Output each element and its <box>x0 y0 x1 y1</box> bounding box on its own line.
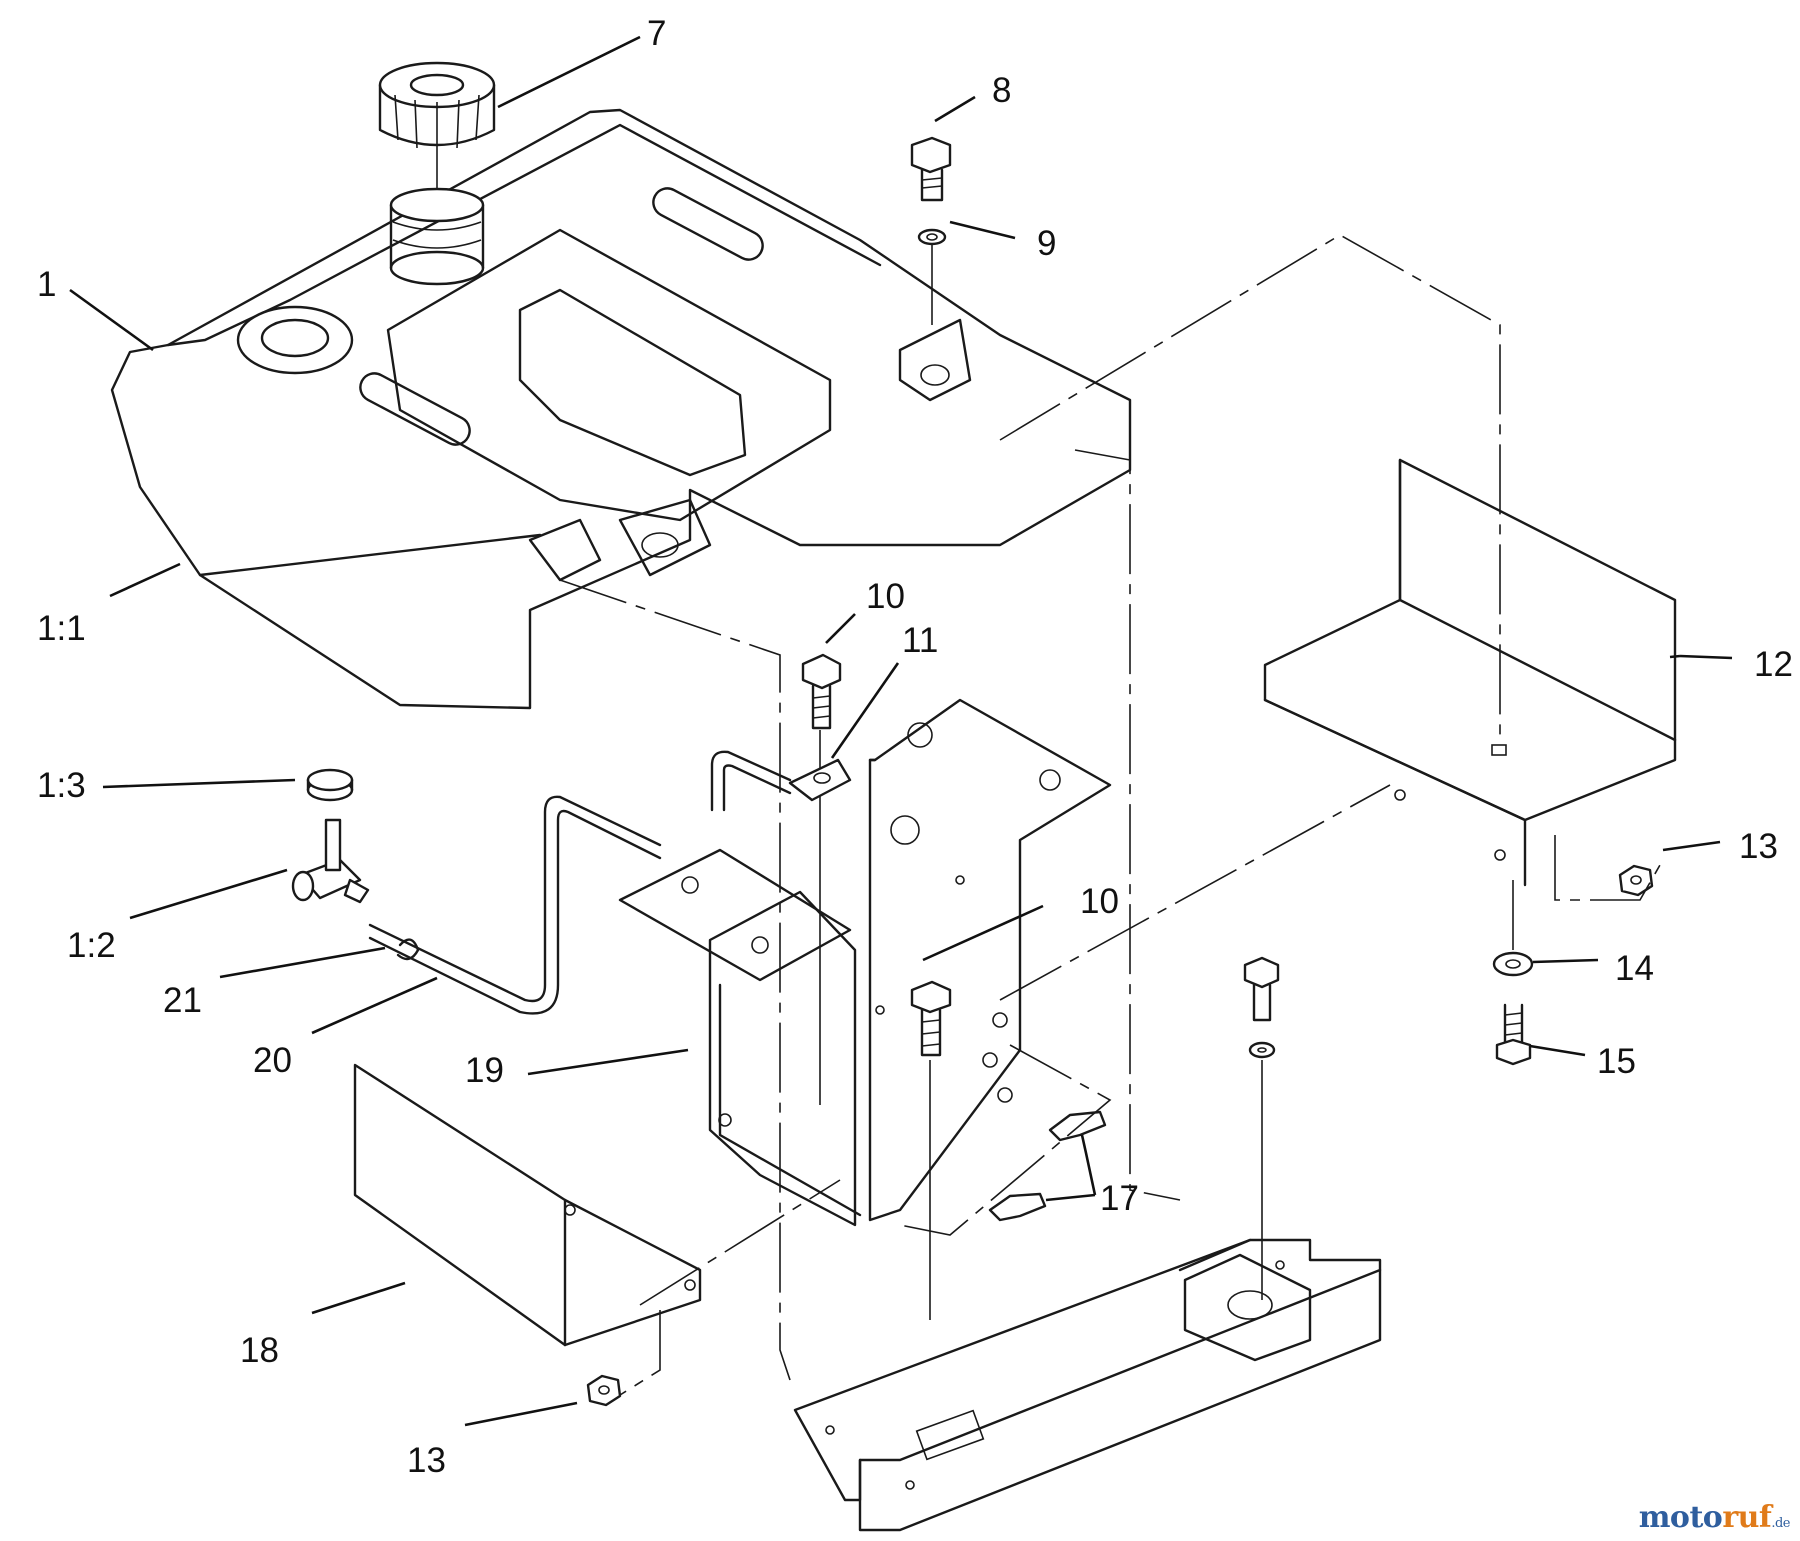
watermark-part-3: .de <box>1771 1516 1790 1531</box>
callout-1: 1 <box>37 265 56 304</box>
hose-clamp <box>396 938 420 961</box>
fuel-tank <box>110 108 1132 710</box>
heat-shield <box>353 1063 702 1347</box>
callout-15: 15 <box>1597 1042 1636 1081</box>
fuel-cap <box>378 61 496 190</box>
bolt-10-upper <box>801 653 842 730</box>
callout-1-3: 1:3 <box>37 766 86 805</box>
washer-16 <box>1248 1041 1276 1059</box>
callout-1-2: 1:2 <box>67 926 116 965</box>
assembly-centerlines <box>559 234 1661 1396</box>
valve-cap <box>306 768 354 802</box>
callout-21: 21 <box>163 981 202 1020</box>
fuel-line <box>368 750 792 1015</box>
callout-8: 8 <box>992 71 1011 110</box>
callout-9: 9 <box>1037 224 1056 263</box>
callout-10-lower: 10 <box>1080 882 1119 921</box>
bolt-16 <box>1243 956 1280 1022</box>
callout-14: 14 <box>1615 949 1654 988</box>
callout-10-upper: 10 <box>866 577 905 616</box>
nut-13-bottom <box>586 1374 622 1407</box>
filler-neck-grommet <box>389 187 485 286</box>
callout-11: 11 <box>902 621 938 660</box>
lock-washer-14 <box>1492 951 1534 977</box>
washer-9 <box>917 228 947 246</box>
callout-20: 20 <box>253 1041 292 1080</box>
callout-7: 7 <box>647 14 666 53</box>
leader-lines <box>69 35 1733 1427</box>
fuel-shutoff-valve <box>291 818 370 904</box>
callout-19: 19 <box>465 1051 504 1090</box>
bolt-15 <box>1495 1003 1532 1066</box>
callout-12: 12 <box>1754 645 1793 684</box>
tank-bracket <box>618 698 1112 1227</box>
callout-1-1: 1:1 <box>37 609 86 648</box>
spacer-plate <box>1263 458 1677 887</box>
frame-rail <box>793 1238 1382 1532</box>
watermark-part-1: moto <box>1638 1500 1723 1535</box>
watermark-part-2: ruf <box>1722 1500 1772 1535</box>
bolts-17 <box>988 1110 1107 1222</box>
callout-18: 18 <box>240 1331 279 1370</box>
callout-17: 17 <box>1100 1179 1139 1218</box>
p-clamp-11 <box>788 758 852 802</box>
callout-13-bottom: 13 <box>407 1441 446 1480</box>
bolt-8 <box>910 136 952 202</box>
watermark-logo: motoruf.de <box>1638 1500 1791 1535</box>
callout-labels: 7 8 9 1 1:1 10 11 12 1:3 1:2 13 10 14 21… <box>37 14 1793 1480</box>
callout-13-right: 13 <box>1739 827 1778 866</box>
nut-13-right <box>1618 864 1654 897</box>
bolt-10-lower <box>910 980 952 1057</box>
